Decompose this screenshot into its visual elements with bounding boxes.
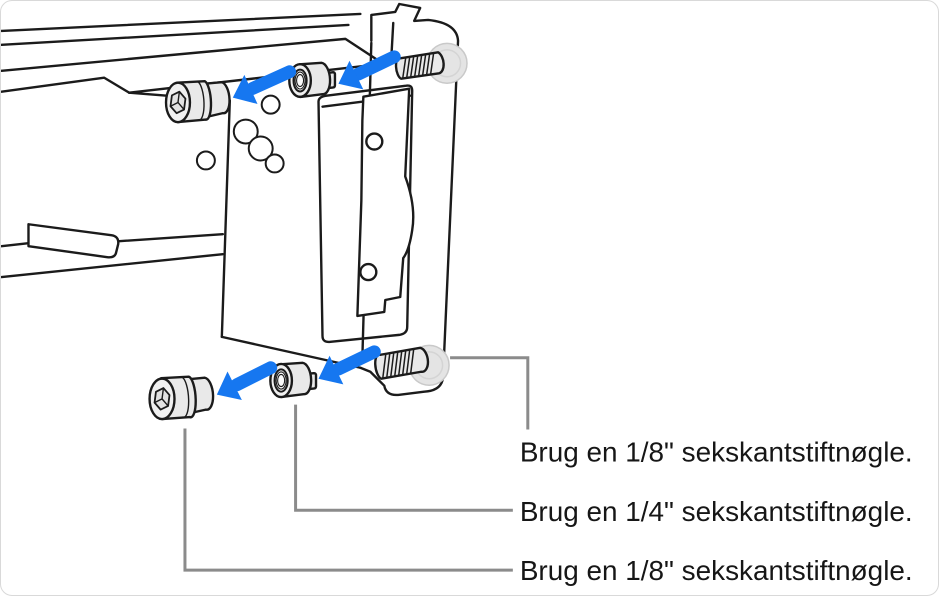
top-standoff-nut bbox=[288, 61, 337, 99]
left-arrow-icon bbox=[230, 361, 278, 392]
top-cap-step-ring bbox=[197, 81, 205, 121]
latch-hole-top bbox=[365, 132, 384, 151]
top-nut-thread-ring bbox=[296, 74, 305, 88]
fastener-metal bbox=[148, 51, 445, 421]
plate-hole bbox=[260, 94, 281, 115]
left-arrow-icon bbox=[331, 345, 381, 376]
bottom-threaded-stud bbox=[374, 346, 430, 380]
slide-rail bbox=[1, 223, 225, 279]
callout-label-nut: Brug en 1/4" sekskantstiftnøgle. bbox=[520, 496, 913, 527]
left-arrow-icon bbox=[338, 60, 364, 90]
callout-line-stud bbox=[450, 356, 530, 430]
bottom-cap-step-ring bbox=[181, 376, 190, 418]
latch-hole-bottom bbox=[359, 262, 378, 282]
slide-rail-end-tab bbox=[27, 223, 120, 259]
bottom-nut-thread-ring bbox=[277, 373, 286, 388]
callout-line-nut bbox=[294, 404, 513, 512]
left-arrow-icon bbox=[232, 74, 258, 104]
left-arrow-icon bbox=[246, 65, 297, 95]
bottom-cap-screw bbox=[148, 375, 215, 421]
plate-hole bbox=[195, 150, 216, 171]
assembly-arrows bbox=[216, 50, 401, 401]
top-nut-thread-ring bbox=[294, 71, 306, 90]
callout-lines bbox=[183, 356, 530, 572]
bottom-nut-thread-ring bbox=[275, 371, 287, 390]
rail-top-back-edge bbox=[1, 12, 362, 33]
plate-keyhole-upper bbox=[232, 118, 259, 145]
plate-holes bbox=[195, 94, 285, 174]
slide-rail-upper-line bbox=[117, 233, 225, 243]
plate-keyhole-lower bbox=[247, 135, 274, 162]
bottom-stud-threads bbox=[382, 348, 415, 379]
rail-lower-lip-edge bbox=[1, 76, 131, 94]
hex-socket-facets bbox=[169, 90, 185, 111]
hex-socket-facets bbox=[153, 387, 169, 407]
rail-top-front-edge bbox=[1, 23, 350, 47]
top-threaded-stud bbox=[394, 51, 445, 80]
top-stud-threads bbox=[401, 52, 435, 80]
callout-label-stud: Brug en 1/8" sekskantstiftnøgle. bbox=[520, 436, 913, 467]
plate-left-edge bbox=[220, 99, 232, 339]
line-art bbox=[1, 2, 468, 421]
bottom-standoff-nut bbox=[269, 361, 318, 399]
slide-rail-stub-line bbox=[1, 241, 30, 248]
left-arrow-icon bbox=[216, 371, 242, 401]
arrow-heads bbox=[216, 60, 364, 401]
top-cap-screw bbox=[164, 80, 231, 124]
left-arrow-icon bbox=[351, 50, 401, 81]
plate-hole bbox=[264, 153, 285, 174]
slide-rail-bottom-edge bbox=[1, 252, 225, 279]
arrow-shafts bbox=[230, 50, 401, 392]
left-arrow-icon bbox=[318, 355, 344, 385]
callout-line-cap bbox=[183, 428, 513, 572]
callout-label-cap: Brug en 1/8" sekskantstiftnøgle. bbox=[520, 555, 913, 586]
callout-labels: Brug en 1/8" sekskantstiftnøgle. Brug en… bbox=[520, 436, 913, 586]
bracket-cutout bbox=[317, 84, 414, 344]
